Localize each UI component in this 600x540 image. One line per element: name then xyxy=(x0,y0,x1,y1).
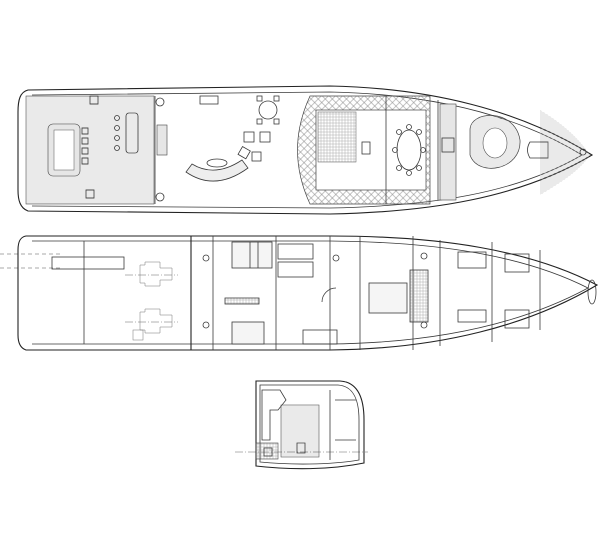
anchor-windlass xyxy=(579,148,587,156)
cabins xyxy=(202,236,597,350)
lower-deck-hull-outline xyxy=(17,235,599,351)
helm-deck xyxy=(280,404,320,458)
aft-deck-teak xyxy=(25,95,155,205)
master-bed xyxy=(368,282,408,314)
salon-furniture xyxy=(185,95,280,182)
engines xyxy=(125,261,178,341)
flybridge-stairs xyxy=(255,442,279,460)
bar-counter xyxy=(156,124,168,156)
flybridge-outline xyxy=(255,380,365,470)
tender-storage xyxy=(51,256,125,270)
flybridge xyxy=(235,380,368,470)
main-deck xyxy=(17,85,594,215)
dining-area xyxy=(361,96,426,204)
staircase xyxy=(317,111,357,163)
main-deck-hull-outline xyxy=(17,85,594,215)
lower-deck xyxy=(0,235,599,351)
helm-chair xyxy=(296,442,306,454)
aft-chairs xyxy=(81,95,139,199)
